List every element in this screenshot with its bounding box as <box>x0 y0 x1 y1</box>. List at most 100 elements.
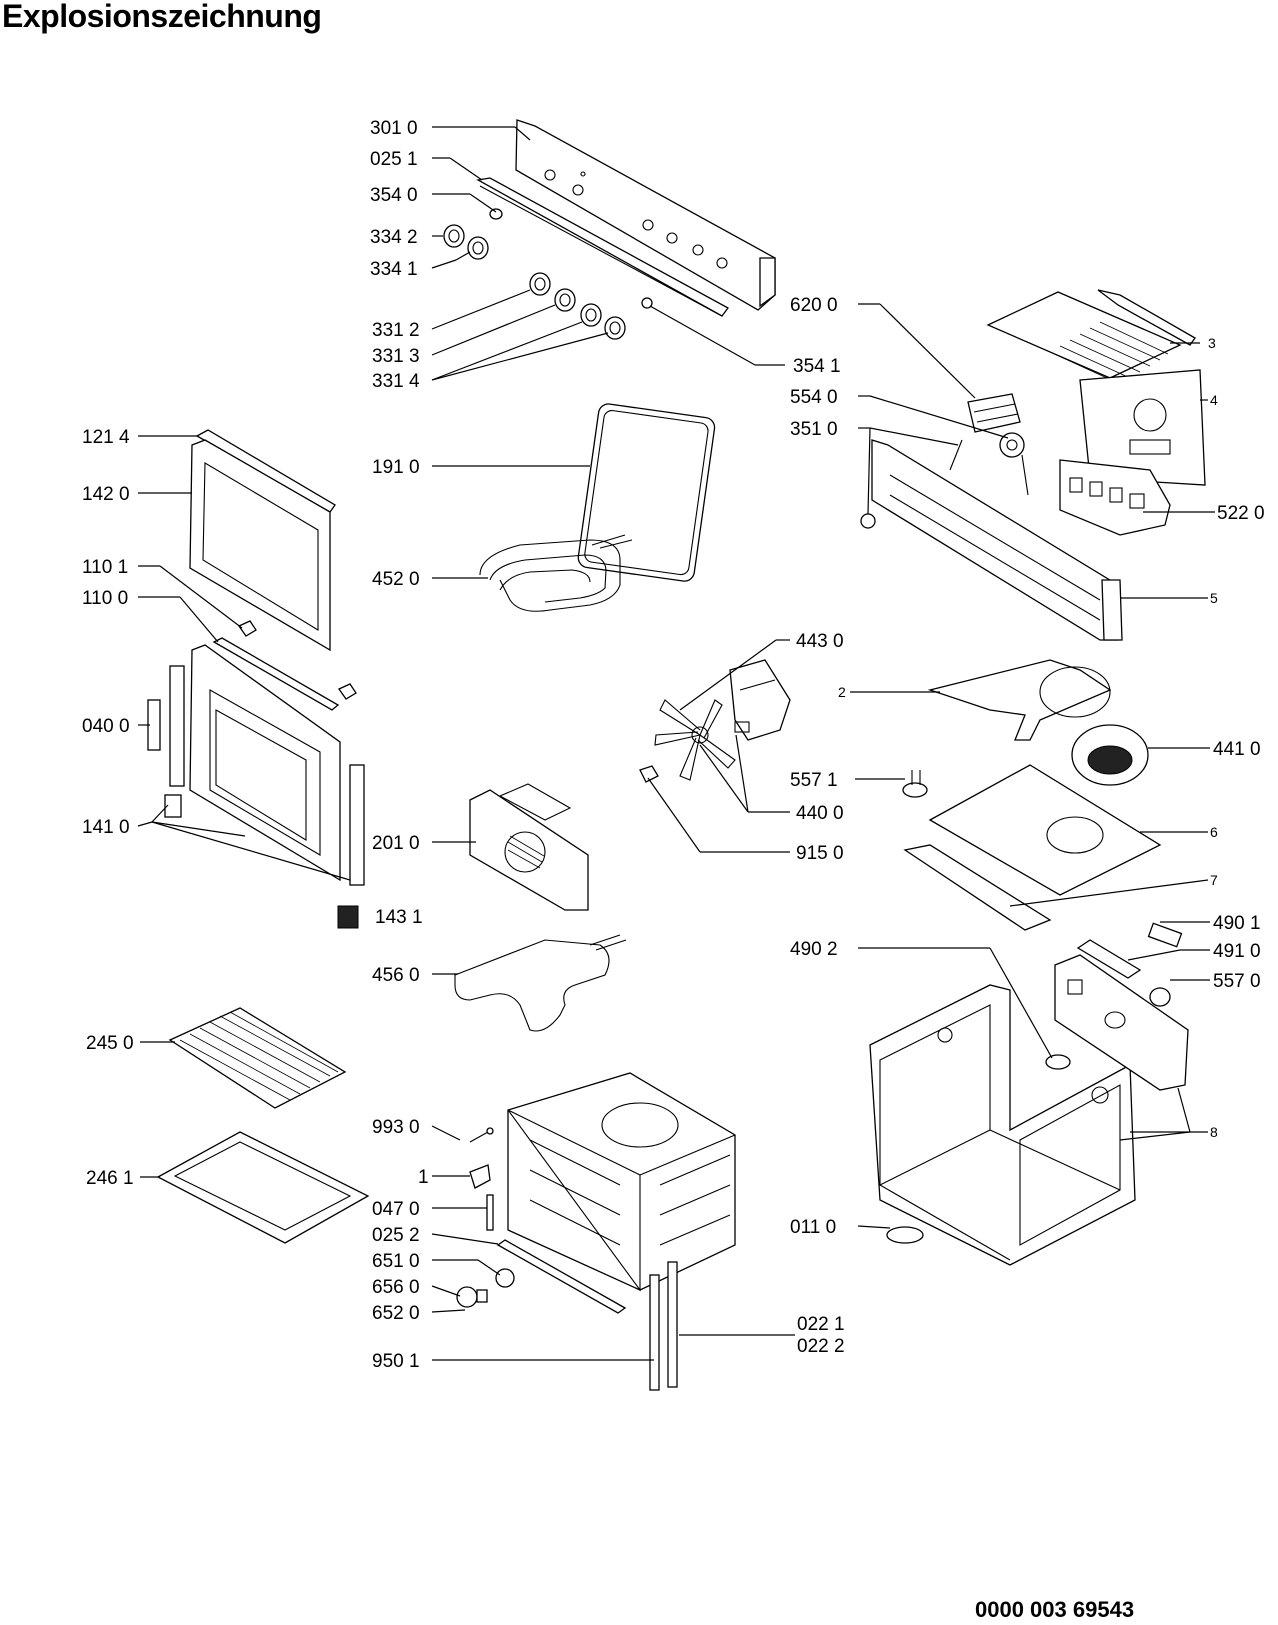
electronics-module-icon <box>1059 459 1171 536</box>
terminal-block-icon <box>967 393 1021 433</box>
label-440-0: 440 0 <box>796 803 844 824</box>
label-441-0: 441 0 <box>1213 739 1261 760</box>
label-121-4: 121 4 <box>82 427 130 448</box>
label-141-0: 141 0 <box>82 817 130 838</box>
grill-heater-icon <box>479 534 633 612</box>
label-3: 3 <box>1208 335 1216 351</box>
fan-icon <box>654 699 736 781</box>
side-trim-icon <box>649 1261 678 1391</box>
label-491-0: 491 0 <box>1213 941 1261 962</box>
page-title: Explosionszeichnung <box>2 0 322 34</box>
label-022-1: 022 1 <box>797 1314 845 1335</box>
label-354-0: 354 0 <box>370 185 418 206</box>
fan-motor-assembly-icon <box>1071 724 1149 786</box>
outer-casing-icon <box>869 984 1136 1266</box>
top-cover-plate-icon <box>986 289 1196 385</box>
thermostat-icon <box>902 770 928 798</box>
foot-icon <box>886 1226 924 1244</box>
fan-housing-icon <box>927 659 1112 741</box>
label-652-0: 652 0 <box>372 1303 420 1324</box>
switch-knob-icon <box>456 1268 515 1308</box>
label-557-1: 557 1 <box>790 770 838 791</box>
label-8: 8 <box>1210 1124 1218 1140</box>
label-452-0: 452 0 <box>372 569 420 590</box>
cover-strip-icon <box>903 844 1052 931</box>
label-331-2: 331 2 <box>372 320 420 341</box>
label-993-0: 993 0 <box>372 1117 420 1138</box>
bottom-trim-icon <box>496 1239 627 1314</box>
label-2: 2 <box>838 684 846 700</box>
wire-rack-icon <box>168 1007 347 1109</box>
knob-spindle-icon <box>489 208 653 309</box>
label-110-1: 110 1 <box>82 557 128 578</box>
label-557-0: 557 0 <box>1213 971 1261 992</box>
label-7: 7 <box>1210 872 1218 888</box>
leader-lines <box>137 126 1215 1361</box>
label-246-1: 246 1 <box>86 1168 134 1189</box>
knob-icon <box>443 224 626 340</box>
switch-block-icon <box>1076 939 1142 979</box>
hinge-cover-icon <box>238 620 357 700</box>
fan-cover-icon <box>469 783 589 911</box>
cable-clamp-icon <box>1147 922 1183 948</box>
control-panel-icon <box>515 119 776 311</box>
label-456-0: 456 0 <box>372 965 420 986</box>
label-331-4: 331 4 <box>372 371 420 392</box>
document-number: 0000 003 69543 <box>975 1597 1135 1622</box>
front-frame-rail-icon <box>860 439 1123 641</box>
label-354-1: 354 1 <box>793 356 841 377</box>
fan-motor-icon <box>729 659 791 741</box>
label-950-1: 950 1 <box>372 1351 420 1372</box>
label-554-0: 554 0 <box>790 387 838 408</box>
electronics-board-icon <box>1054 954 1189 1091</box>
fan-nut-icon <box>639 765 659 783</box>
label-334-2: 334 2 <box>370 227 418 248</box>
label-1: 1 <box>418 1167 429 1188</box>
label-143-1: 143 1 <box>375 907 423 928</box>
oven-cavity-icon <box>507 1072 736 1292</box>
screw-icon <box>469 1127 494 1143</box>
label-4: 4 <box>1210 392 1218 408</box>
label-047-0: 047 0 <box>372 1199 420 1220</box>
label-522-0: 522 0 <box>1217 503 1265 524</box>
label-191-0: 191 0 <box>372 457 420 478</box>
rear-panel-icon <box>1079 369 1206 486</box>
timer-motor-icon <box>999 432 1029 496</box>
label-490-1: 490 1 <box>1213 913 1261 934</box>
label-025-1: 025 1 <box>370 149 418 170</box>
label-110-0: 110 0 <box>82 588 128 609</box>
label-025-2: 025 2 <box>372 1225 420 1246</box>
label-331-3: 331 3 <box>372 346 420 367</box>
label-301-0: 301 0 <box>370 118 418 139</box>
baking-tray-icon <box>156 1131 370 1244</box>
door-inner-frame-icon <box>189 644 341 882</box>
label-490-2: 490 2 <box>790 939 838 960</box>
label-351-0: 351 0 <box>790 419 838 440</box>
rail-icon <box>486 1194 494 1231</box>
clip-icon <box>469 1164 491 1189</box>
label-245-0: 245 0 <box>86 1033 134 1054</box>
hinge-icon <box>147 665 365 929</box>
label-022-2: 022 2 <box>797 1336 845 1357</box>
label-040-0: 040 0 <box>82 716 130 737</box>
label-620-0: 620 0 <box>790 295 838 316</box>
gasket-icon <box>577 403 716 582</box>
grommet-icon <box>1045 1054 1071 1070</box>
ring-heater-icon <box>454 934 627 1032</box>
label-334-1: 334 1 <box>370 259 418 280</box>
cover-plate-icon <box>928 764 1162 896</box>
label-6: 6 <box>1210 824 1218 840</box>
lamp-holder-icon <box>1149 987 1171 1007</box>
door-outer-glass-icon <box>189 439 331 652</box>
label-5: 5 <box>1210 590 1218 606</box>
label-142-0: 142 0 <box>82 484 130 505</box>
label-443-0: 443 0 <box>796 631 844 652</box>
part-labels: 301 0 025 1 354 0 334 2 334 1 331 2 331 … <box>82 118 1265 1372</box>
label-011-0: 011 0 <box>790 1217 836 1238</box>
door-bottom-trim-icon <box>212 637 340 711</box>
label-656-0: 656 0 <box>372 1277 420 1298</box>
label-201-0: 201 0 <box>372 833 420 854</box>
trim-strip-icon <box>476 177 729 317</box>
label-915-0: 915 0 <box>796 843 844 864</box>
